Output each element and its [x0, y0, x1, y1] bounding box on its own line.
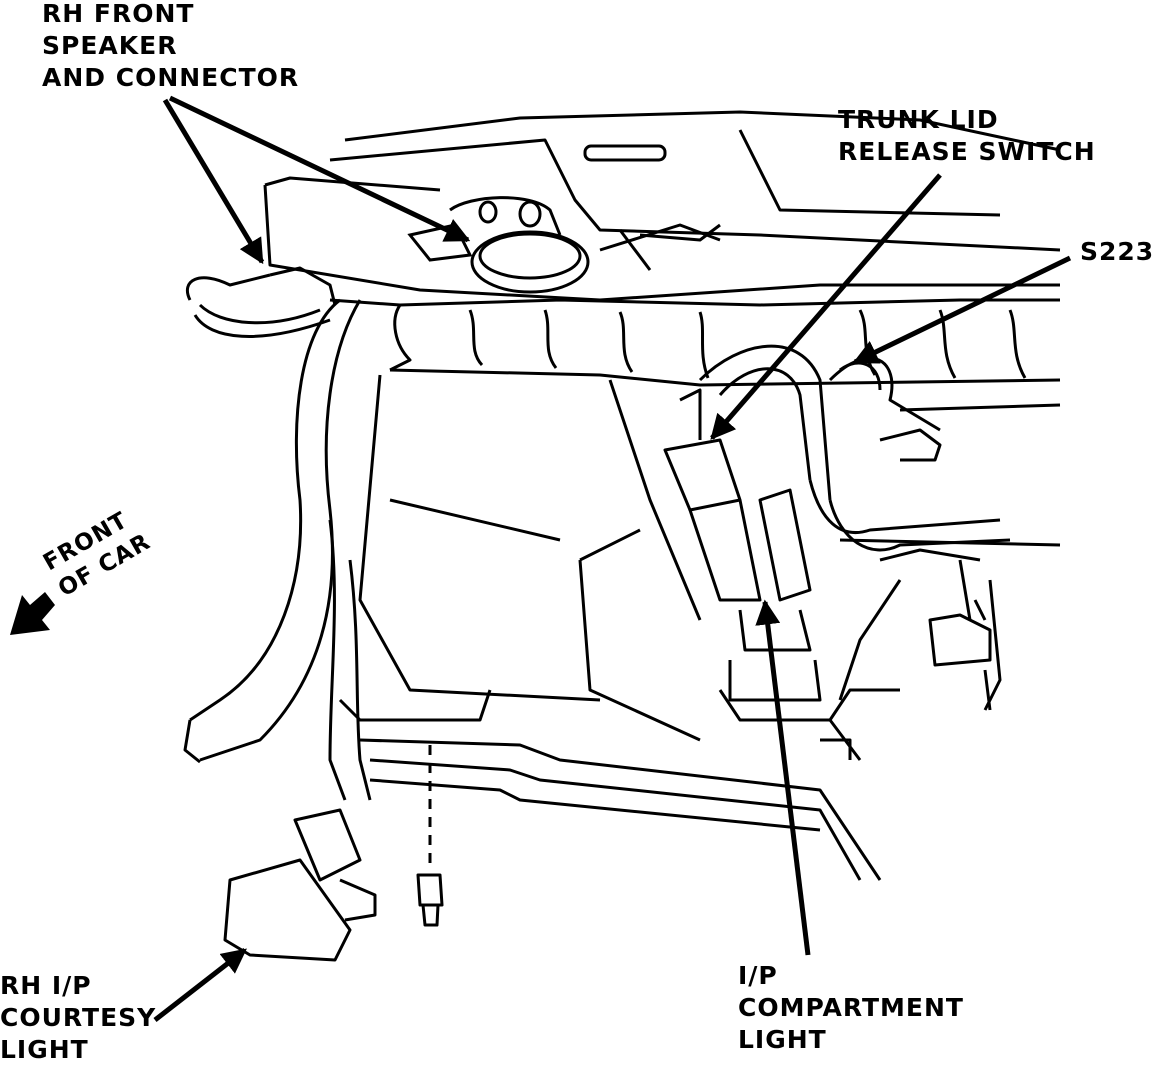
callout-line: RELEASE SWITCH [838, 137, 1096, 166]
callout-line: SPEAKER [42, 31, 178, 60]
callout-line: AND CONNECTOR [42, 63, 300, 92]
callout-line: RH FRONT [42, 0, 195, 28]
callout-line: LIGHT [0, 1035, 89, 1064]
rh-front-speaker [407, 196, 590, 294]
callout-line: COMPARTMENT [738, 993, 964, 1022]
arrow-courtesy-light [153, 948, 247, 1022]
arrow-s223 [852, 255, 1072, 365]
lower-trim [338, 688, 900, 881]
callout-line: COURTESY [0, 1003, 157, 1032]
wiring-harness [183, 266, 1011, 801]
switch-connectors [663, 388, 822, 702]
dash-top-panel [263, 110, 1061, 302]
arrow-ip-compartment [755, 599, 811, 956]
callout-line: TRUNK LID [838, 105, 999, 134]
callout-ip-compartment-light: I/P COMPARTMENT LIGHT [738, 960, 964, 1056]
arrow-trunk-lid-switch [710, 173, 942, 440]
callout-line: LIGHT [738, 1025, 827, 1054]
callout-line: RH I/P [0, 971, 92, 1000]
callout-line: S223 [1080, 237, 1152, 266]
arrow-speaker-connector [162, 98, 265, 265]
front-of-car-arrow [10, 592, 55, 635]
callout-trunk-lid-release-switch: TRUNK LID RELEASE SWITCH [838, 104, 1096, 168]
dash-pad [329, 298, 1061, 742]
callout-rh-ip-courtesy-light: RH I/P COURTESY LIGHT [0, 970, 156, 1066]
arrow-speaker [168, 95, 471, 243]
courtesy-light-assembly [223, 559, 992, 962]
leader-arrows [153, 95, 1072, 1022]
callout-rh-front-speaker: RH FRONT SPEAKER AND CONNECTOR [42, 0, 299, 94]
callout-s223: S223 [1080, 236, 1152, 268]
callout-line: I/P [738, 961, 778, 990]
